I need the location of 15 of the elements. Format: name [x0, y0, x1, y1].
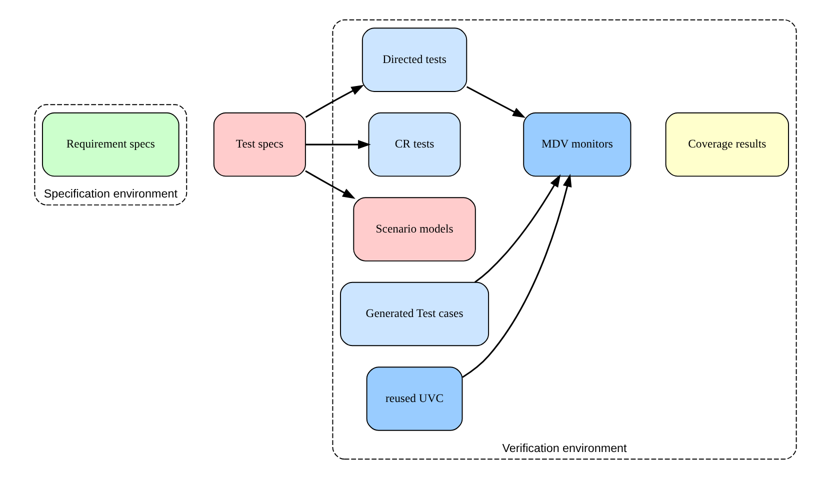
arrow — [305, 84, 364, 118]
node-box: Coverage results — [665, 112, 789, 177]
node-box: Requirement specs — [42, 112, 180, 177]
arrow — [462, 174, 572, 378]
node-box: CR tests — [368, 112, 461, 177]
node-box: MDV monitors — [523, 112, 632, 177]
arrow — [306, 140, 371, 150]
arrow — [474, 174, 561, 283]
arrow — [305, 170, 356, 199]
arrow — [466, 86, 526, 118]
node-box: Directed tests — [362, 28, 468, 92]
node-box: reused UVC — [366, 366, 463, 431]
node-box: Scenario models — [353, 197, 476, 262]
node-box: Test specs — [213, 112, 306, 177]
node-box: Generated Test cases — [340, 282, 490, 346]
